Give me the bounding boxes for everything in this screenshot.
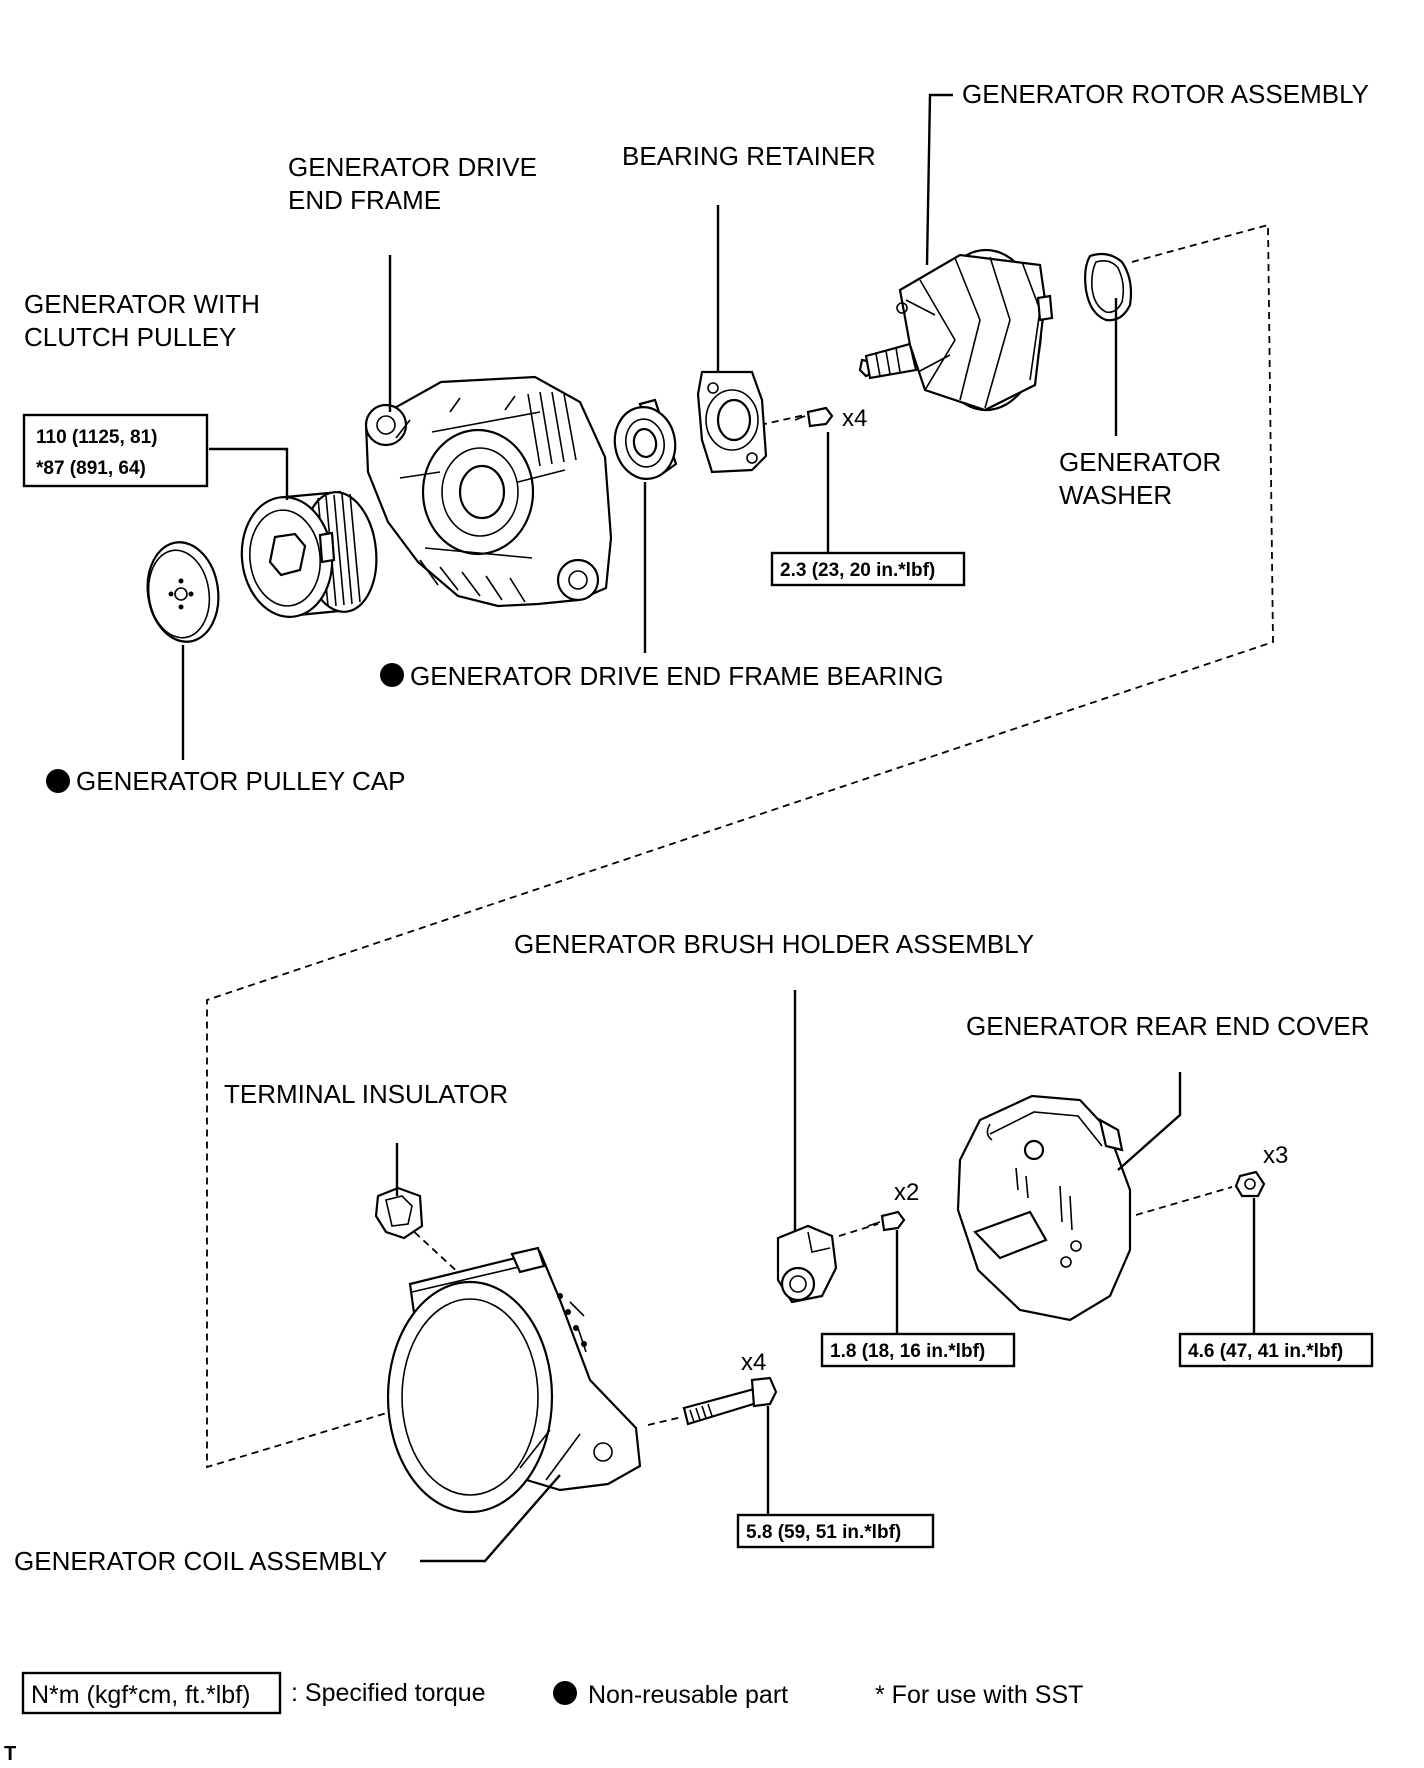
legend-nonreusable-icon — [553, 1681, 577, 1705]
legend-nonreusable: Non-reusable part — [588, 1681, 788, 1709]
generator-pulley-cap — [146, 541, 220, 643]
rear-cover-nut — [1234, 1170, 1266, 1198]
terminal-insulator — [374, 1186, 424, 1240]
torque-coil-bolt: 5.8 (59, 51 in.*lbf) — [736, 1513, 935, 1549]
nonreusable-icon — [46, 769, 70, 793]
brush-holder-screw — [867, 1210, 906, 1232]
generator-rotor-assembly — [858, 248, 1054, 412]
torque-cover-nut-text: 4.6 (47, 41 in.*lbf) — [1188, 1341, 1343, 1362]
torque-brush-screw-text: 1.8 (18, 16 in.*lbf) — [830, 1341, 985, 1362]
label-rear-cover: GENERATOR REAR END COVER — [966, 1011, 1370, 1041]
legend-torque-box: N*m (kgf*cm, ft.*lbf) — [31, 1681, 250, 1709]
label-pulley-cap: GENERATOR PULLEY CAP — [76, 766, 405, 796]
label-pulley-line2: CLUTCH PULLEY — [24, 322, 236, 352]
torque-cover-nut: 4.6 (47, 41 in.*lbf) — [1178, 1332, 1374, 1368]
label-terminal-insulator: TERMINAL INSULATOR — [224, 1079, 508, 1109]
quantity-labels: x4 x2 x3 x4 — [741, 405, 1288, 1376]
label-frame-bearing: GENERATOR DRIVE END FRAME BEARING — [410, 661, 944, 691]
label-brush-holder: GENERATOR BRUSH HOLDER ASSEMBLY — [514, 929, 1034, 959]
nonreusable-markers — [46, 663, 404, 793]
label-coil: GENERATOR COIL ASSEMBLY — [14, 1546, 387, 1576]
part-labels: GENERATOR ROTOR ASSEMBLY GENERATOR DRIVE… — [14, 79, 1370, 1576]
generator-clutch-pulley — [240, 490, 378, 618]
legend-sst: * For use with SST — [875, 1681, 1083, 1709]
generator-coil-assembly — [386, 1246, 642, 1514]
torque-coil-bolt-text: 5.8 (59, 51 in.*lbf) — [746, 1522, 901, 1543]
qty-coil-bolt: x4 — [741, 1349, 766, 1376]
label-pulley-line1: GENERATOR WITH — [24, 289, 260, 319]
retainer-screw — [794, 406, 834, 428]
leader-lines — [181, 93, 1256, 1563]
generator-rear-end-cover — [956, 1094, 1132, 1322]
torque-brush-screw: 1.8 (18, 16 in.*lbf) — [820, 1332, 1016, 1368]
generator-drive-end-frame — [364, 375, 613, 608]
nonreusable-icon — [380, 663, 404, 687]
generator-drive-end-frame-bearing — [613, 398, 678, 480]
torque-pulley-line2: *87 (891, 64) — [36, 458, 146, 479]
torque-retainer-screw-text: 2.3 (23, 20 in.*lbf) — [780, 560, 935, 581]
coil-bolt — [682, 1376, 778, 1426]
corner-mark: T — [4, 1743, 16, 1763]
label-washer-line2: WASHER — [1059, 480, 1172, 510]
qty-brush-screw: x2 — [894, 1179, 919, 1206]
torque-pulley: 110 (1125, 81) *87 (891, 64) — [22, 413, 209, 488]
qty-cover-nut: x3 — [1263, 1142, 1288, 1169]
generator-brush-holder-assembly — [776, 1224, 838, 1304]
torque-pulley-line1: 110 (1125, 81) — [36, 427, 158, 448]
legend-torque-text: : Specified torque — [291, 1679, 486, 1707]
bearing-retainer — [696, 370, 768, 474]
label-washer-line1: GENERATOR — [1059, 447, 1221, 477]
qty-retainer-screw: x4 — [842, 405, 867, 432]
label-bearing-retainer: BEARING RETAINER — [622, 141, 876, 171]
generator-washer — [1084, 252, 1133, 322]
label-drive-frame-line1: GENERATOR DRIVE — [288, 152, 537, 182]
label-rotor: GENERATOR ROTOR ASSEMBLY — [962, 79, 1369, 109]
torque-retainer-screw: 2.3 (23, 20 in.*lbf) — [770, 551, 966, 587]
legend: N*m (kgf*cm, ft.*lbf) : Specified torque… — [21, 1671, 1083, 1715]
label-drive-frame-line2: END FRAME — [288, 185, 441, 215]
